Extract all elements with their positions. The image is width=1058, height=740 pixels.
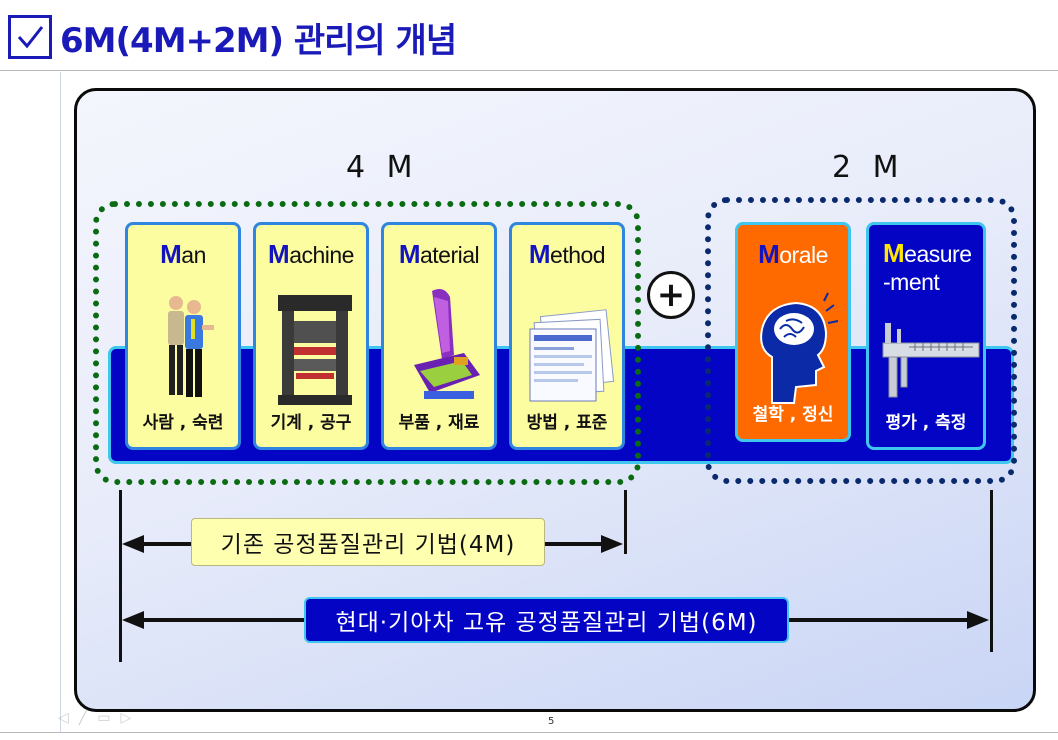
card-morale-title: Morale [758,239,828,269]
page-number: 5 [548,716,555,727]
car-seat-icon [414,289,480,399]
card-measurement-subtitle: 평가 , 측정 [885,413,967,433]
documents-icon [529,309,615,402]
bottom-divider [0,732,1058,733]
mid-bracket-line [624,490,627,554]
card-method-title: Method [528,239,606,269]
page-title: 6M(4M+2M) 관리의 개념 [60,20,457,61]
group-4m-outline [93,201,641,485]
head-brain-icon [760,292,839,404]
arrow-4m-right-head [601,535,623,553]
arrow-4m-right-shaft [545,542,605,546]
next-slide-icon[interactable]: ▷ [120,710,132,726]
title-bar: 6M(4M+2M) 관리의 개념 [8,12,457,62]
label-unique-6m: 현대·기아차 고유 공정품질관리 기법(6M) [304,597,789,643]
card-morale-subtitle: 철학 , 정신 [752,405,834,425]
checkbox-icon [8,15,52,59]
left-bracket-line [119,490,122,662]
arrow-6m-right-head [967,611,989,629]
caliper-icon [882,323,980,398]
card-measurement: Measure-ment 평가 , 측정 [866,222,986,450]
people-icon [168,296,214,397]
card-man: Man 사람 , 숙련 [125,222,241,450]
pen-icon[interactable]: ╱ [78,710,88,726]
plus-icon: + [647,271,695,319]
card-morale: Morale 철학 , 정신 [735,222,851,442]
card-man-subtitle: 사람 , 숙련 [142,413,224,433]
menu-icon[interactable]: ▭ [97,710,111,726]
card-machine-subtitle: 기계 , 공구 [270,413,352,433]
card-material-title: Material [398,239,480,269]
card-material: Material 부품 , 재료 [381,222,497,450]
card-method: Method 방법 , 표준 [509,222,625,450]
label-existing-4m: 기존 공정품질관리 기법(4M) [191,518,545,566]
card-measurement-title: Measure-ment [883,238,972,295]
arrow-4m-left-shaft [140,542,192,546]
group-2m-heading: 2 M [832,150,905,185]
card-material-subtitle: 부품 , 재료 [398,413,480,433]
card-machine-title: Machine [268,239,354,269]
arrow-6m-left-head [122,611,144,629]
card-machine: Machine 기계 , 공구 [253,222,369,450]
arrow-4m-left-head [122,535,144,553]
slide-nav[interactable]: ◁ ╱ ▭ ▷ [58,710,131,726]
press-machine-icon [278,295,352,405]
arrow-6m-left-shaft [140,618,306,622]
prev-slide-icon[interactable]: ◁ [58,710,69,726]
card-man-title: Man [160,239,206,269]
arrow-6m-right-shaft [789,618,971,622]
title-divider [0,70,1058,71]
card-method-subtitle: 방법 , 표준 [526,413,608,433]
group-4m-heading: 4 M [346,150,419,185]
group-2m-outline [705,197,1017,484]
right-bracket-line [990,490,993,652]
